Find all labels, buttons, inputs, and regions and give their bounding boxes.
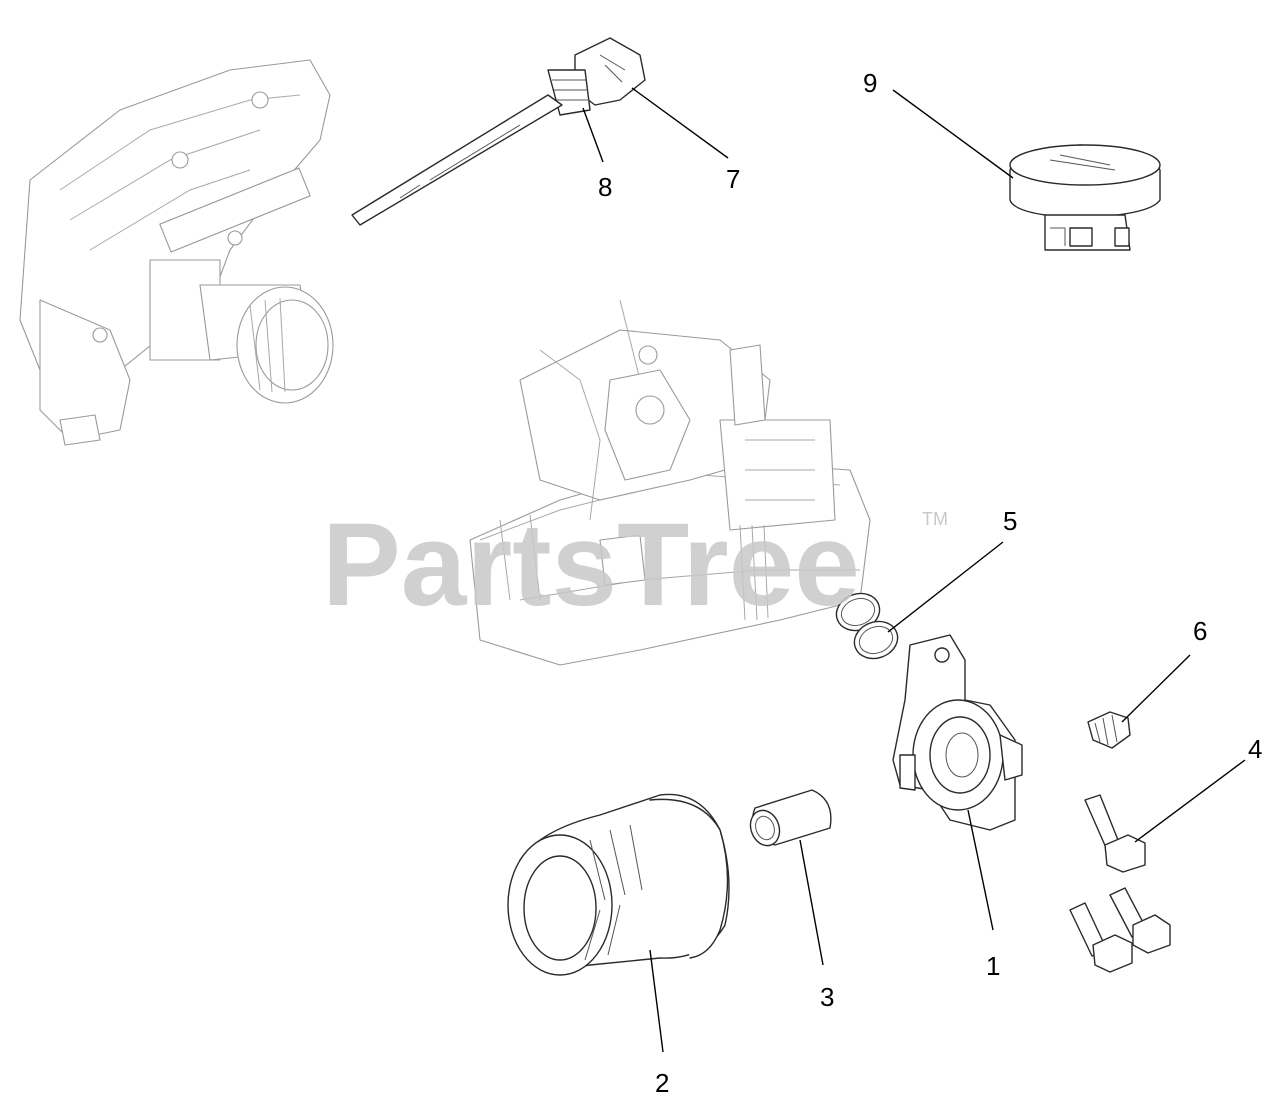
part-3-sleeve <box>749 789 832 847</box>
callout-5: 5 <box>1003 506 1017 536</box>
part-4-bolts <box>1069 794 1171 973</box>
callout-4: 4 <box>1248 734 1262 764</box>
watermark-text: PartsTree <box>322 499 860 631</box>
part-8-dipstick-tube <box>351 69 591 226</box>
leader-7 <box>631 87 729 159</box>
leader-8 <box>582 107 604 163</box>
callout-1: 1 <box>986 951 1000 981</box>
leader-4 <box>1134 759 1246 843</box>
part-9-oil-fill-cap <box>1009 144 1161 251</box>
leader-2 <box>649 949 664 1053</box>
engine-block-context <box>469 299 871 666</box>
callout-2: 2 <box>655 1068 669 1098</box>
watermark-tm: TM <box>922 509 948 529</box>
leader-5 <box>887 541 1004 633</box>
part-1-filter-adapter <box>892 634 1023 831</box>
callout-6: 6 <box>1193 616 1207 646</box>
callout-8: 8 <box>598 172 612 202</box>
part-5-o-rings <box>835 592 899 660</box>
callout-7: 7 <box>726 164 740 194</box>
leader-lines <box>582 87 1246 1053</box>
leader-6 <box>1121 654 1191 723</box>
part-6-drain-plug <box>1087 711 1131 749</box>
part-2-oil-filter <box>507 793 730 976</box>
leader-9 <box>892 89 1014 179</box>
leader-1 <box>967 809 994 931</box>
callout-3: 3 <box>820 982 834 1012</box>
engine-intake-context <box>19 59 334 446</box>
callout-9: 9 <box>863 68 877 98</box>
leader-3 <box>799 839 824 966</box>
watermark: PartsTree TM <box>322 499 948 631</box>
callout-labels: 9 7 8 5 6 4 1 3 2 <box>598 68 1262 1098</box>
